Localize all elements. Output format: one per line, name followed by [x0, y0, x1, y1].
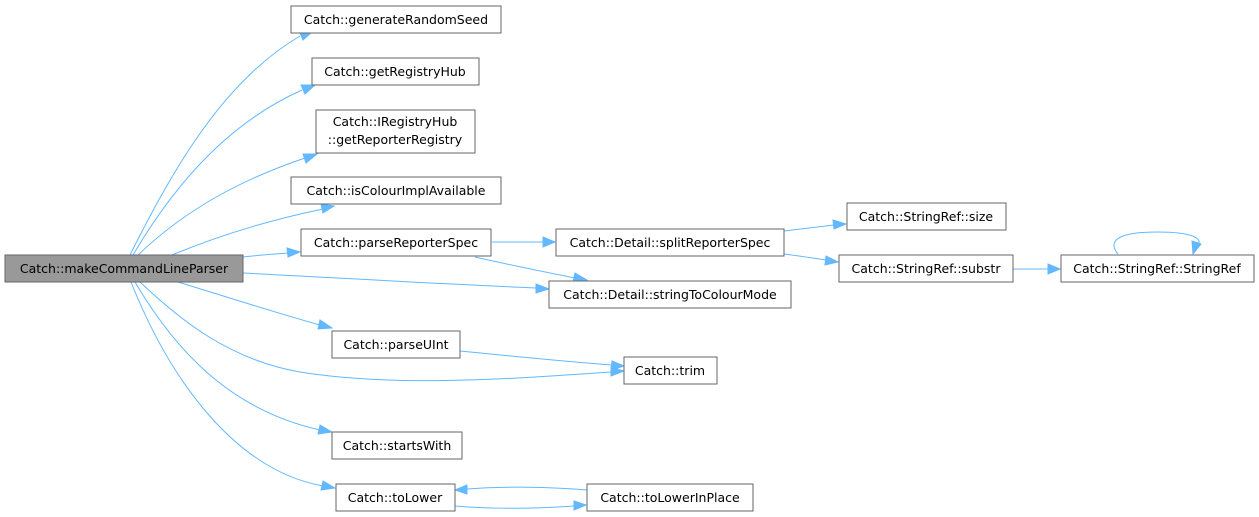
- arrowhead: [300, 84, 317, 95]
- node-label: Catch::StringRef::size: [859, 209, 994, 224]
- edge-root-getReporterRegistry: [137, 157, 306, 256]
- node-label: Catch::parseUInt: [343, 337, 448, 352]
- edge-root-isColourImplAvailable: [171, 208, 324, 256]
- node-label: Catch::startsWith: [343, 438, 452, 453]
- arrowhead: [453, 484, 468, 495]
- node-parseReporterSpec[interactable]: Catch::parseReporterSpec: [300, 228, 492, 257]
- arrowhead: [286, 247, 302, 258]
- edge-splitReporterSpec-substr: [783, 253, 827, 261]
- edge-splitReporterSpec-size: [783, 224, 835, 232]
- node-label: Catch::Detail::splitReporterSpec: [570, 235, 771, 250]
- arrowhead: [320, 203, 336, 214]
- node-splitReporterSpec[interactable]: Catch::Detail::splitReporterSpec: [555, 228, 785, 257]
- node-getReporterRegistry[interactable]: Catch::IRegistryHub ::getReporterRegistr…: [315, 109, 476, 154]
- node-stringToColourMode[interactable]: Catch::Detail::stringToColourMode: [548, 280, 792, 309]
- node-stringRefStringRef[interactable]: Catch::StringRef::StringRef: [1060, 254, 1255, 283]
- node-toLowerInPlace[interactable]: Catch::toLowerInPlace: [586, 483, 754, 512]
- arrowhead: [824, 255, 840, 266]
- node-label-line1: Catch::IRegistryHub: [333, 114, 458, 129]
- arrowhead: [317, 319, 334, 330]
- node-label: Catch::Detail::stringToColourMode: [563, 287, 777, 302]
- edge-root-toLower: [130, 281, 324, 487]
- arrowhead: [302, 153, 319, 164]
- arrowhead: [320, 480, 337, 491]
- node-makeCommandLineParser[interactable]: Catch::makeCommandLineParser: [4, 254, 244, 283]
- node-stringRefSubstr[interactable]: Catch::StringRef::substr: [838, 254, 1014, 283]
- nodes: Catch::makeCommandLineParser Catch::gene…: [4, 5, 1255, 512]
- edge-root-getRegistryHub: [132, 89, 303, 256]
- node-stringRefSize[interactable]: Catch::StringRef::size: [846, 202, 1007, 231]
- node-trim[interactable]: Catch::trim: [623, 356, 718, 385]
- node-toLower[interactable]: Catch::toLower: [335, 483, 456, 512]
- node-label: Catch::getRegistryHub: [324, 64, 466, 79]
- node-label: Catch::trim: [635, 363, 705, 378]
- node-label: Catch::toLowerInPlace: [600, 490, 740, 505]
- arrowhead: [610, 360, 626, 371]
- node-label: Catch::isColourImplAvailable: [307, 183, 486, 198]
- edge-root-parseUInt: [177, 281, 321, 326]
- node-isColourImplAvailable[interactable]: Catch::isColourImplAvailable: [290, 176, 502, 205]
- node-label: Catch::StringRef::StringRef: [1073, 261, 1241, 276]
- edge-toLowerInPlace-toLower: [466, 486, 588, 491]
- node-label: Catch::generateRandomSeed: [304, 12, 488, 27]
- edge-root-startsWith: [134, 281, 321, 431]
- node-label: Catch::makeCommandLineParser: [20, 261, 229, 276]
- node-label-line2: ::getReporterRegistry: [328, 132, 463, 147]
- edge-root-generateRandomSeed: [129, 35, 301, 256]
- edge-root-stringToColourMode: [242, 272, 538, 289]
- node-label: Catch::StringRef::substr: [852, 261, 1002, 276]
- node-generateRandomSeed[interactable]: Catch::generateRandomSeed: [290, 5, 502, 34]
- node-parseUInt[interactable]: Catch::parseUInt: [331, 330, 461, 359]
- edge-parseReporterSpec-stringToColourMode: [474, 256, 576, 279]
- arrowhead: [317, 424, 334, 435]
- edge-toLower-toLowerInPlace: [454, 505, 575, 509]
- edge-root-trim: [139, 281, 613, 382]
- edges: [129, 30, 1202, 511]
- arrowhead: [1191, 240, 1202, 256]
- edge-parseUInt-trim: [459, 350, 613, 366]
- arrowhead: [832, 219, 848, 230]
- edge-StringRef-self: [1113, 231, 1200, 255]
- edge-root-parseReporterSpec: [242, 252, 289, 258]
- arrowhead: [1047, 263, 1062, 275]
- arrowhead: [573, 500, 588, 511]
- arrowhead: [542, 236, 557, 248]
- node-getRegistryHub[interactable]: Catch::getRegistryHub: [311, 57, 480, 86]
- node-startsWith[interactable]: Catch::startsWith: [331, 431, 463, 460]
- arrowhead: [535, 283, 551, 294]
- node-label: Catch::parseReporterSpec: [314, 235, 478, 250]
- node-label: Catch::toLower: [348, 490, 443, 505]
